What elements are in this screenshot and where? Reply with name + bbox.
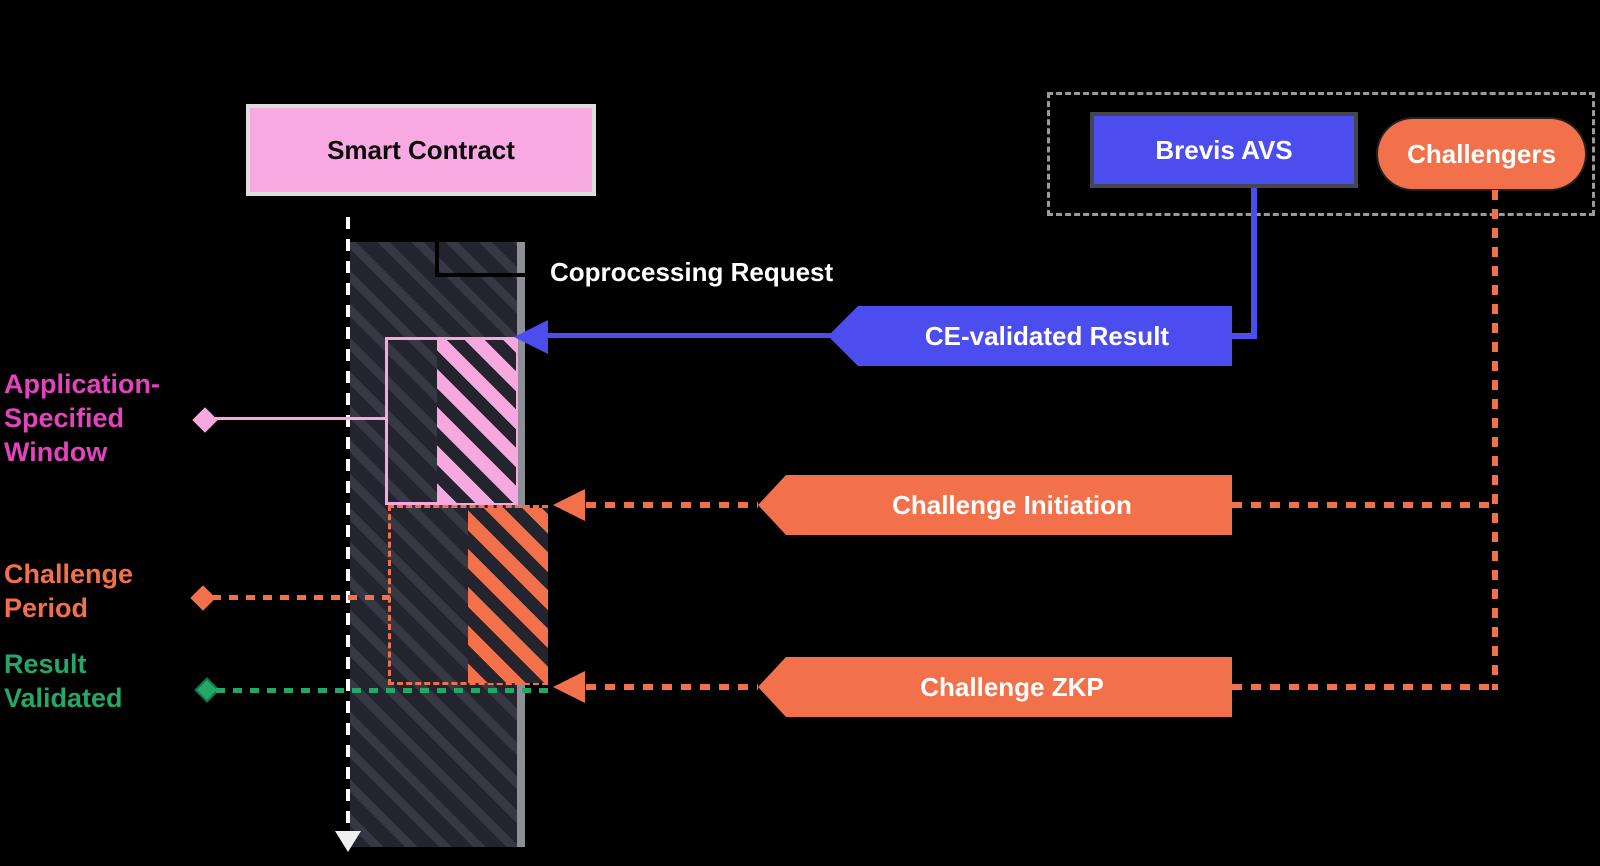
application-window-diamond-icon [192, 407, 218, 433]
challenge-initiation-banner: Challenge Initiation [758, 475, 1232, 535]
request-connector-vertical [435, 196, 439, 277]
challenge-zkp-label: Challenge ZKP [920, 671, 1104, 702]
result-validated-label-line2: Validated [4, 683, 123, 713]
challenge-period-label: Challenge Period [4, 557, 133, 625]
challengers-label: Challengers [1407, 138, 1556, 169]
ce-result-arrowhead-icon [514, 320, 548, 354]
challenge-initiation-right-connector [1232, 502, 1498, 508]
brevis-avs-node: Brevis AVS [1090, 112, 1358, 188]
challenge-zkp-arrow-line [586, 684, 758, 690]
challenge-initiation-label: Challenge Initiation [892, 489, 1132, 520]
application-window-label-line1: Application- [4, 369, 160, 399]
request-connector-horizontal [435, 273, 535, 277]
application-window-hatch [437, 340, 516, 503]
application-window-label-line3: Window [4, 437, 108, 467]
challenge-period-label-line2: Period [4, 593, 89, 623]
coprocessing-request-label: Coprocessing Request [550, 257, 834, 287]
smart-contract-node: Smart Contract [246, 104, 596, 196]
challenge-zkp-arrowhead-icon [553, 671, 585, 703]
application-window-pointer-line [214, 417, 388, 420]
challenge-zkp-right-connector [1232, 684, 1498, 690]
challenge-period-pointer-line [212, 595, 390, 600]
timeline-end-arrow-icon [335, 831, 361, 852]
result-validated-pointer-line [216, 688, 556, 693]
application-window-region [385, 337, 518, 505]
challengers-node: Challengers [1378, 119, 1585, 189]
challengers-lifeline [1492, 190, 1498, 690]
result-validated-label: Result Validated [4, 647, 123, 715]
result-validated-label-line1: Result [4, 649, 87, 679]
smart-contract-label: Smart Contract [327, 134, 515, 165]
ce-result-arrow-line [545, 333, 835, 338]
challenge-period-label-line1: Challenge [4, 559, 134, 589]
challenge-period-hatch [468, 508, 548, 683]
application-window-label-line2: Specified [4, 403, 125, 433]
brevis-result-connector-vertical [1251, 188, 1257, 339]
application-window-label: Application- Specified Window [4, 367, 160, 469]
ce-validated-result-banner: CE-validated Result [828, 306, 1232, 366]
challenge-initiation-arrowhead-icon [553, 489, 585, 521]
actors-dashed-frame [1047, 92, 1595, 216]
challenge-zkp-banner: Challenge ZKP [758, 657, 1232, 717]
brevis-result-connector-horizontal [1230, 333, 1257, 339]
timeline-axis-dashed-line [346, 217, 350, 847]
brevis-avs-label: Brevis AVS [1155, 134, 1293, 165]
ce-validated-result-label: CE-validated Result [924, 320, 1170, 351]
challenge-initiation-arrow-line [586, 502, 758, 508]
